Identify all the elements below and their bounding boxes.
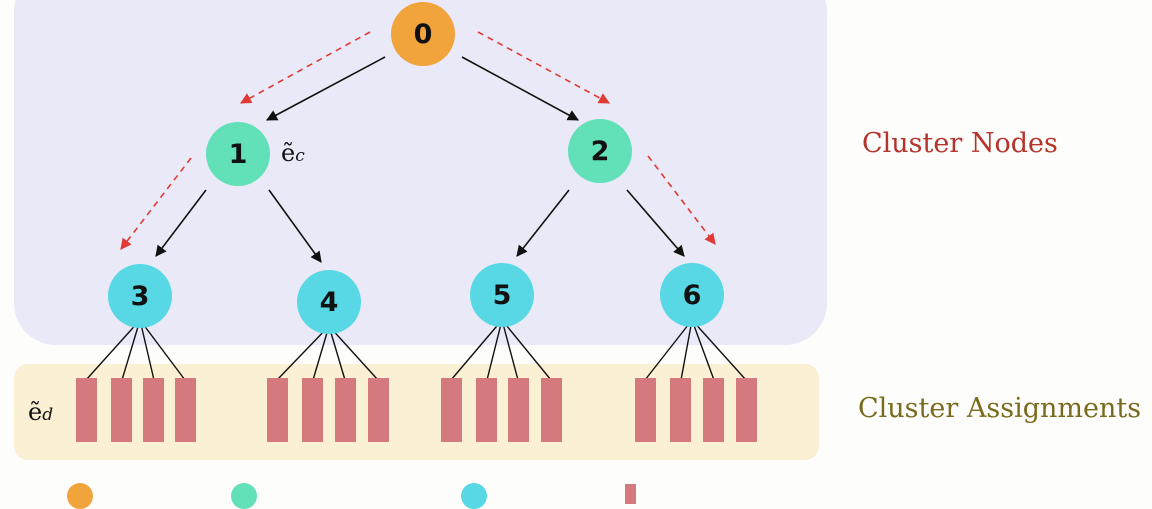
cluster-assignments-label: Cluster Assignments bbox=[858, 393, 1142, 424]
path-arrow-1-3 bbox=[120, 157, 192, 250]
assign-edge bbox=[328, 325, 346, 381]
assignment-bar bbox=[541, 378, 562, 442]
assign-edge bbox=[691, 319, 747, 381]
assign-edge bbox=[139, 319, 155, 381]
legend-assignment-bar-icon bbox=[625, 484, 636, 504]
document-embedding-subscript: d bbox=[42, 405, 54, 425]
assignment-bar bbox=[111, 378, 132, 442]
assign-edge bbox=[328, 325, 379, 381]
tree-node-6: 6 bbox=[660, 263, 724, 327]
assignment-bar bbox=[703, 378, 724, 442]
assign-edge bbox=[486, 319, 503, 381]
edge-1-4 bbox=[268, 189, 322, 263]
cluster-embedding-subscript: c bbox=[295, 146, 305, 166]
document-embedding-symbol: ẽ bbox=[28, 398, 43, 426]
assign-edge bbox=[680, 319, 693, 381]
assignment-bar bbox=[508, 378, 529, 442]
tree-node-3: 3 bbox=[108, 264, 172, 328]
edge-0-1 bbox=[266, 56, 386, 121]
path-arrow-0-2 bbox=[477, 31, 610, 104]
assignment-bar bbox=[267, 378, 288, 442]
assign-edge bbox=[121, 319, 141, 381]
assign-edge bbox=[276, 325, 330, 381]
assignment-bar bbox=[143, 378, 164, 442]
edge-1-3 bbox=[155, 189, 207, 257]
legend-root-node-icon bbox=[67, 483, 93, 509]
path-arrow-2-6 bbox=[647, 155, 716, 245]
tree-node-4: 4 bbox=[297, 270, 361, 334]
legend-cluster-node-icon bbox=[231, 483, 257, 509]
assign-edge bbox=[501, 319, 519, 381]
assign-edge bbox=[644, 319, 693, 381]
assignment-bar bbox=[76, 378, 97, 442]
assign-edge bbox=[501, 319, 552, 381]
document-embedding-label: ẽd bbox=[28, 398, 53, 426]
assign-edge bbox=[139, 319, 186, 381]
tree-node-1: 1 bbox=[206, 122, 270, 186]
cluster-embedding-label: ẽc bbox=[281, 139, 305, 167]
assignment-bar bbox=[368, 378, 389, 442]
assignment-bar bbox=[635, 378, 656, 442]
assignment-bar bbox=[736, 378, 757, 442]
assign-edge bbox=[450, 319, 503, 381]
edge-2-6 bbox=[626, 189, 685, 257]
assignment-bar bbox=[670, 378, 691, 442]
assign-edge bbox=[691, 319, 715, 381]
assignment-bar bbox=[302, 378, 323, 442]
cluster-embedding-symbol: ẽ bbox=[281, 139, 296, 167]
legend-leaf-node-icon bbox=[461, 483, 487, 509]
edge-0-2 bbox=[461, 56, 579, 121]
edge-2-5 bbox=[516, 189, 570, 257]
tree-node-5: 5 bbox=[470, 263, 534, 327]
tree-node-2: 2 bbox=[568, 119, 632, 183]
assign-edge bbox=[85, 319, 141, 381]
cluster-nodes-label: Cluster Nodes bbox=[862, 128, 1058, 159]
assign-edge bbox=[312, 325, 330, 381]
assignment-bar bbox=[175, 378, 196, 442]
tree-node-0: 0 bbox=[391, 2, 455, 66]
tree-edges bbox=[85, 31, 747, 381]
path-arrow-0-1 bbox=[240, 31, 371, 104]
assignment-bar bbox=[335, 378, 356, 442]
assignment-bar bbox=[476, 378, 497, 442]
assignment-bar bbox=[441, 378, 462, 442]
